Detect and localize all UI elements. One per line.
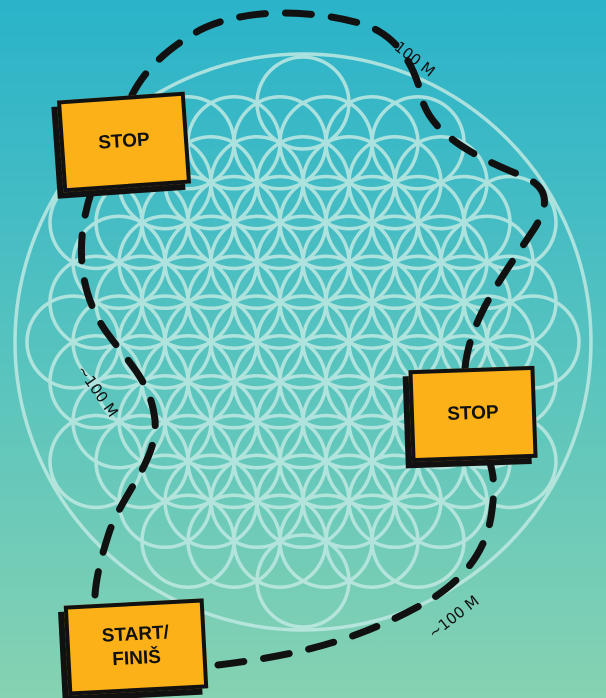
stop-sign-top-label: STOP [98, 128, 151, 155]
start-label-line1: START/ [101, 622, 169, 649]
stop-sign-top: STOP [57, 92, 191, 193]
stop-sign-right-label: STOP [447, 401, 499, 427]
start-label-line2: FINIŠ [102, 645, 170, 672]
start-finish-label: START/ FINIŠ [101, 622, 171, 673]
start-finish-sign: START/ FINIŠ [64, 598, 209, 695]
stop-sign-right: STOP [408, 366, 537, 462]
